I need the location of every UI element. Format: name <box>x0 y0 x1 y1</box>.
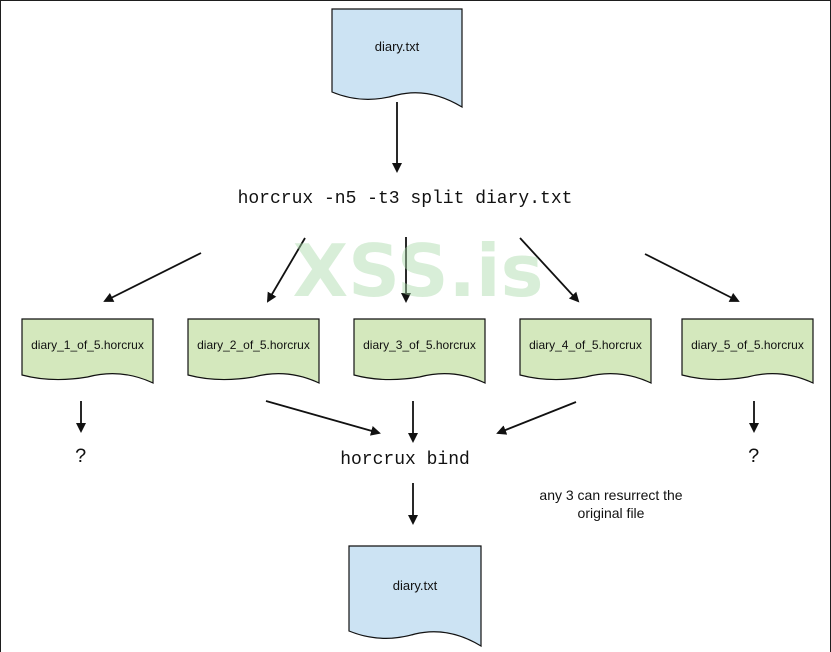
output-file-node: diary.txt <box>348 545 482 648</box>
arrow-split-to-shard-4 <box>519 237 580 303</box>
unknown-mark-right: ? <box>748 446 760 469</box>
watermark-text: XSS.is <box>293 229 544 313</box>
shard-5: diary_5_of_5.horcrux <box>681 318 814 384</box>
shard-1: diary_1_of_5.horcrux <box>21 318 154 384</box>
threshold-note-line-1: any 3 can resurrect the <box>539 487 682 503</box>
shard-row: diary_1_of_5.horcrux diary_2_of_5.horcrux… <box>21 318 814 384</box>
shard-3-label: diary_3_of_5.horcrux <box>363 338 476 352</box>
source-file-node: diary.txt <box>331 8 463 109</box>
arrow-split-to-shard-1 <box>103 252 202 302</box>
shard-1-shape <box>21 318 154 384</box>
shard-4-shape <box>519 318 652 384</box>
shard-2: diary_2_of_5.horcrux <box>187 318 320 384</box>
bind-command-text: horcrux bind <box>340 450 470 470</box>
arrow-shard-2-to-bind <box>265 400 381 436</box>
shard-5-label: diary_5_of_5.horcrux <box>691 338 804 352</box>
output-file-label: diary.txt <box>393 578 438 593</box>
shard-5-shape <box>681 318 814 384</box>
shard-4: diary_4_of_5.horcrux <box>519 318 652 384</box>
arrow-shard-4-to-bind <box>496 401 577 435</box>
arrow-split-to-shard-2 <box>266 237 306 303</box>
source-file-label: diary.txt <box>375 39 420 54</box>
unknown-mark-left: ? <box>75 446 87 469</box>
shard-4-label: diary_4_of_5.horcrux <box>529 338 642 352</box>
shard-3: diary_3_of_5.horcrux <box>353 318 486 384</box>
split-command-text: horcrux -n5 -t3 split diary.txt <box>238 189 573 209</box>
shard-3-shape <box>353 318 486 384</box>
shard-1-label: diary_1_of_5.horcrux <box>31 338 144 352</box>
output-file-shape <box>348 545 482 648</box>
shard-2-shape <box>187 318 320 384</box>
source-file-shape <box>331 8 463 109</box>
shard-2-label: diary_2_of_5.horcrux <box>197 338 310 352</box>
arrow-split-to-shard-5 <box>644 253 740 302</box>
threshold-note-line-2: original file <box>578 505 645 521</box>
